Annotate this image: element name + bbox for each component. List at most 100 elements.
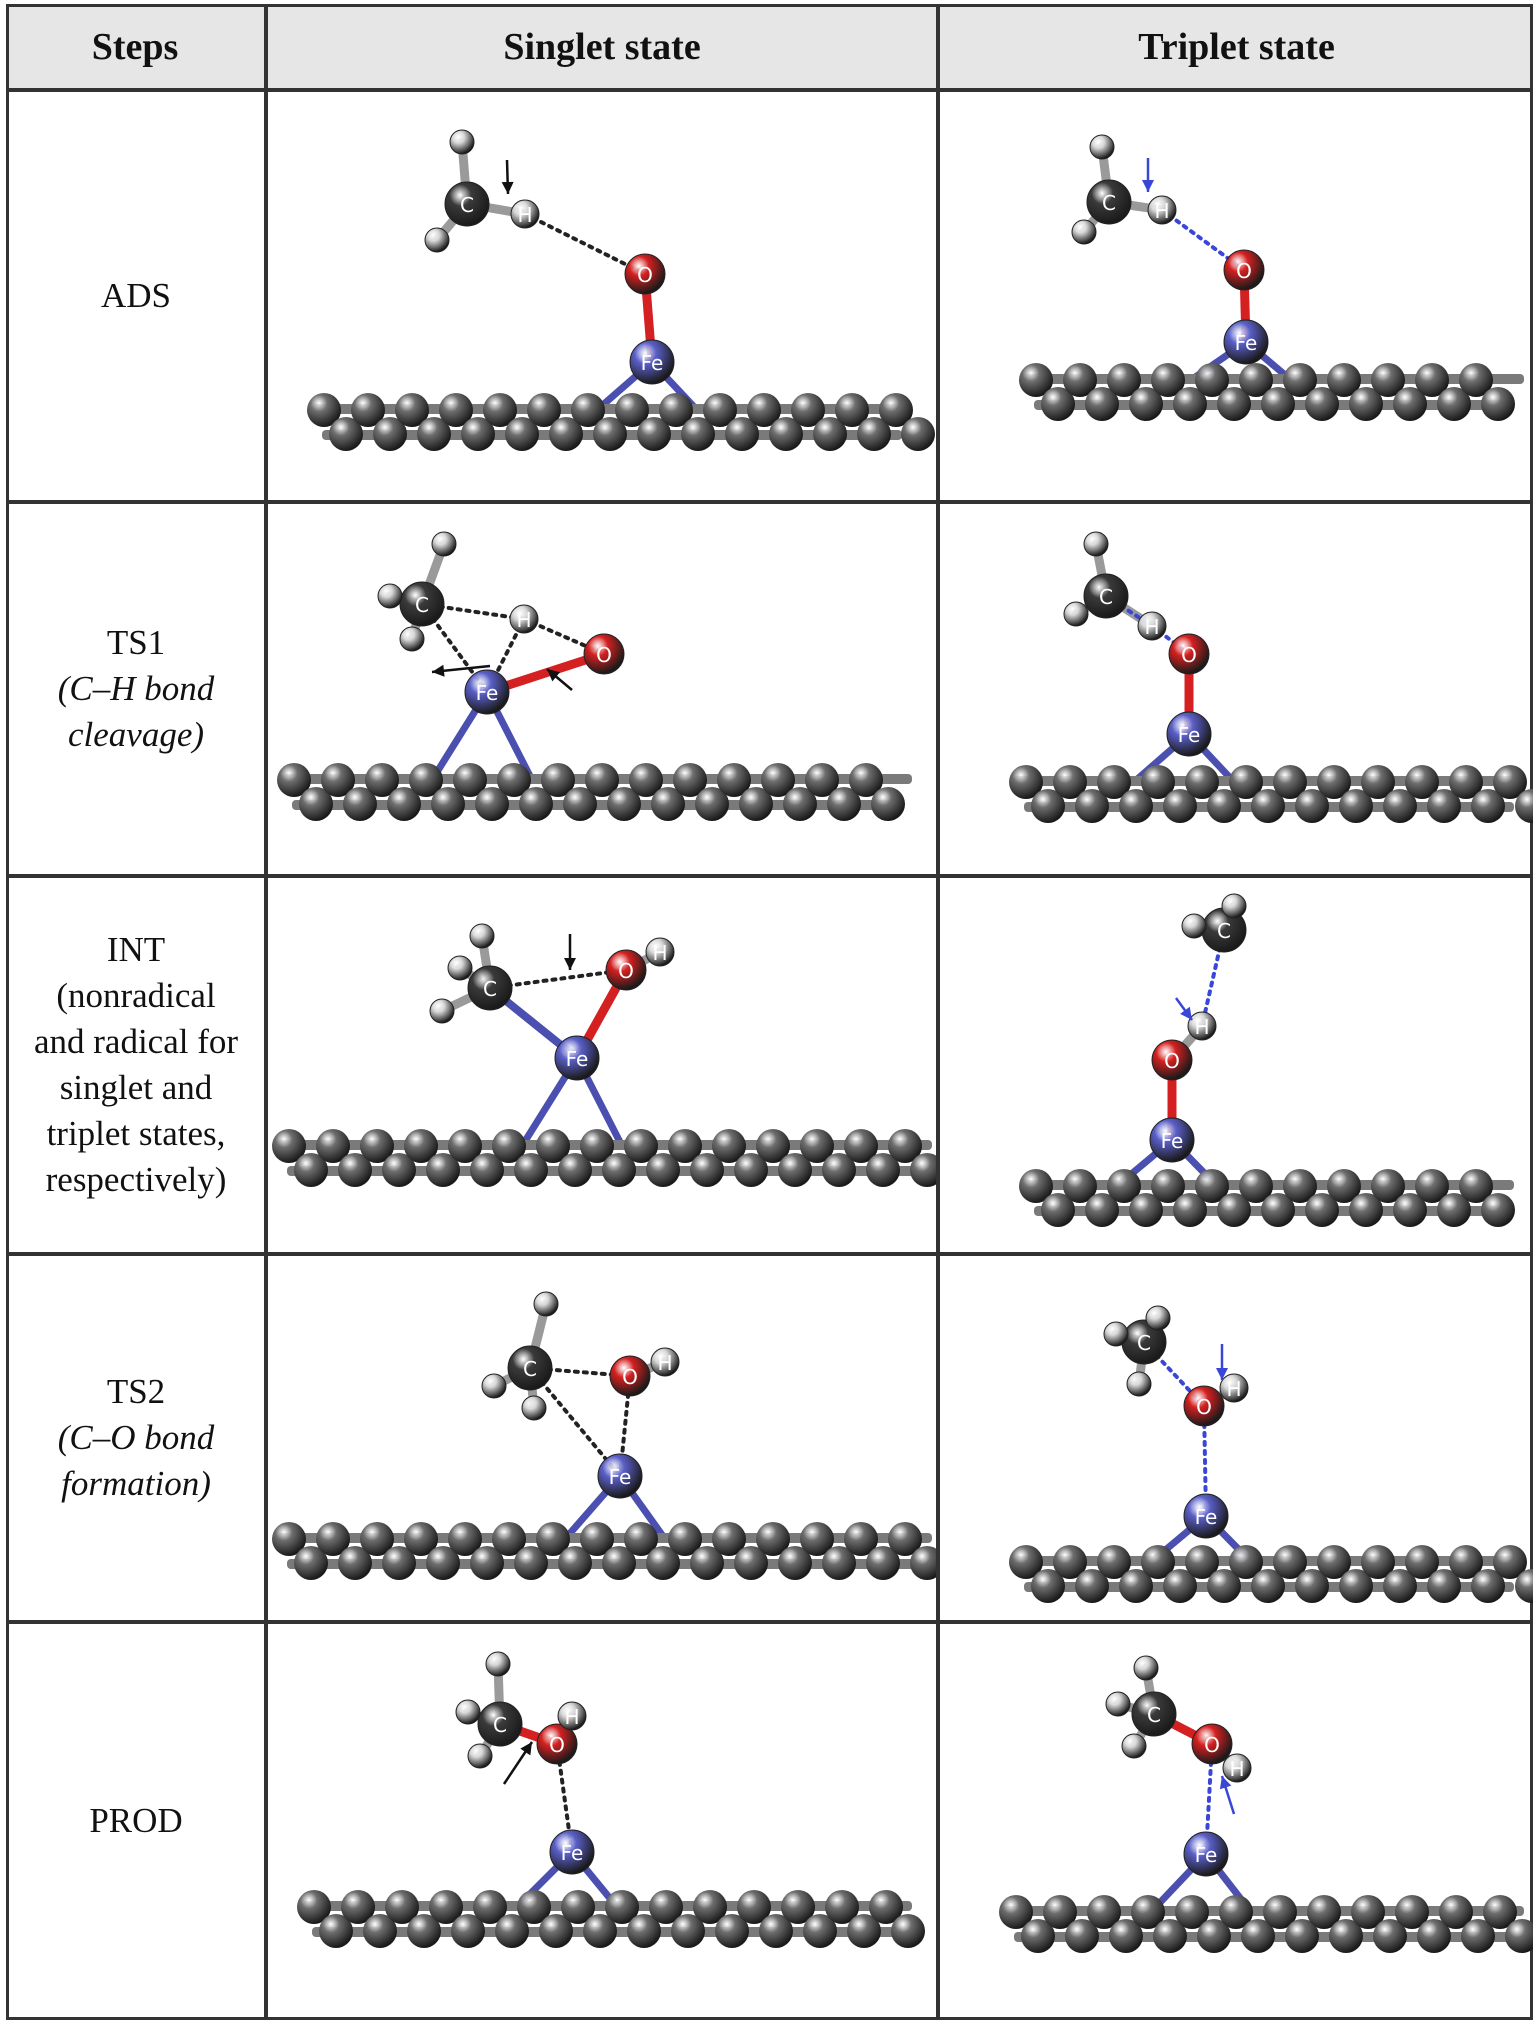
hydrogen-atom xyxy=(1083,531,1109,557)
bond-group xyxy=(1071,539,1194,739)
svg-text:Fe: Fe xyxy=(1178,723,1201,747)
oxygen-atom: O xyxy=(1183,1385,1225,1427)
svg-text:H: H xyxy=(657,1351,672,1375)
svg-text:C: C xyxy=(460,193,474,217)
hydrogen-atom xyxy=(467,1743,493,1769)
hydrogen-atom: H xyxy=(1219,1373,1249,1403)
graphene-sheet xyxy=(1009,1545,1533,1603)
row-divider xyxy=(6,1252,1533,1256)
iron-atom: Fe xyxy=(629,339,675,385)
svg-text:Fe: Fe xyxy=(1161,1129,1184,1153)
oxygen-atom: O xyxy=(624,253,666,295)
step-name: INT xyxy=(106,930,166,969)
singlet-structure-ts2: C OH Fe xyxy=(272,1291,936,1580)
svg-text:Fe: Fe xyxy=(1195,1843,1218,1867)
hydrogen-atom: H xyxy=(650,1347,680,1377)
hydrogen-atom xyxy=(424,227,450,253)
svg-text:C: C xyxy=(1137,1331,1151,1355)
step-name: PROD xyxy=(89,1801,183,1840)
hydrogen-atom xyxy=(481,1373,507,1399)
oxygen-atom: O xyxy=(1168,633,1210,675)
graphene-sheet xyxy=(277,763,912,821)
row-divider xyxy=(6,874,1533,878)
svg-text:Fe: Fe xyxy=(1235,331,1258,355)
hydrogen-atom: H xyxy=(1187,1011,1217,1041)
svg-text:Fe: Fe xyxy=(566,1047,589,1071)
arrow-head xyxy=(520,1742,532,1756)
svg-text:Fe: Fe xyxy=(641,351,664,375)
hydrogen-atom xyxy=(1126,1371,1152,1397)
arrow-head xyxy=(1180,1006,1192,1020)
iron-atom: Fe xyxy=(554,1035,600,1081)
svg-text:C: C xyxy=(1147,1703,1161,1727)
oxygen-atom: O xyxy=(583,633,625,675)
svg-text:H: H xyxy=(1194,1015,1209,1039)
svg-text:H: H xyxy=(1226,1377,1241,1401)
hydrogen-atom xyxy=(1145,1305,1171,1331)
svg-text:H: H xyxy=(652,941,667,965)
step-cell: PROD xyxy=(10,1624,262,2018)
hydrogen-atom: H xyxy=(1222,1753,1252,1783)
hydrogen-atom xyxy=(1121,1733,1147,1759)
bond-group xyxy=(432,137,657,367)
iron-atom: Fe xyxy=(464,669,510,715)
svg-text:O: O xyxy=(1236,259,1252,283)
svg-text:Fe: Fe xyxy=(1195,1505,1218,1529)
hydrogen-atom xyxy=(533,1291,559,1317)
svg-text:H: H xyxy=(517,203,532,227)
step-name: ADS xyxy=(100,276,172,315)
hydrogen-atom xyxy=(377,583,403,609)
arrow-head xyxy=(1219,1776,1232,1790)
hydrogen-atom xyxy=(485,1651,511,1677)
svg-text:Fe: Fe xyxy=(476,681,499,705)
step-description: (C–H bond cleavage) xyxy=(57,669,215,754)
step-name: TS2 xyxy=(106,1372,166,1411)
carbon-atom: C xyxy=(1131,1691,1177,1737)
svg-text:C: C xyxy=(523,1357,537,1381)
svg-text:C: C xyxy=(1217,919,1231,943)
arrow-head xyxy=(501,181,514,194)
hydrogen-atom xyxy=(521,1395,547,1421)
step-cell: INT(nonradical and radical for singlet a… xyxy=(10,878,262,1252)
hydrogen-atom xyxy=(429,998,455,1024)
carbon-atom: C xyxy=(1121,1319,1167,1365)
graphene-sheet xyxy=(297,1890,925,1948)
oxygen-atom: O xyxy=(536,1723,578,1765)
iron-atom: Fe xyxy=(1166,711,1212,757)
iron-atom: Fe xyxy=(1149,1117,1195,1163)
arrow-head xyxy=(1216,1368,1228,1380)
carbon-atom: C xyxy=(399,581,445,627)
svg-text:C: C xyxy=(493,1713,507,1737)
svg-text:H: H xyxy=(1154,199,1169,223)
column-divider xyxy=(936,4,940,2020)
iron-atom: Fe xyxy=(597,1453,643,1499)
svg-text:Fe: Fe xyxy=(609,1465,632,1489)
oxygen-atom: O xyxy=(609,1355,651,1397)
hydrogen-atom xyxy=(1133,1655,1159,1681)
svg-text:Fe: Fe xyxy=(561,1841,584,1865)
hydrogen-atom: H xyxy=(1147,195,1177,225)
hydrogen-atom xyxy=(1181,913,1207,939)
row-divider xyxy=(6,1620,1533,1624)
hydrogen-atom xyxy=(455,1699,481,1725)
singlet-structure-ads: C H O Fe xyxy=(307,129,935,451)
graphene-sheet xyxy=(307,393,935,451)
step-description: (C–O bond formation) xyxy=(57,1418,215,1503)
carbon-atom: C xyxy=(1083,573,1129,619)
arrow-head xyxy=(432,664,445,677)
hydrogen-atom xyxy=(1071,219,1097,245)
svg-text:H: H xyxy=(1229,1757,1244,1781)
arrow-head xyxy=(547,669,561,682)
row-divider xyxy=(6,500,1533,504)
hydrogen-atom xyxy=(431,531,457,557)
hydrogen-atom: H xyxy=(510,199,540,229)
svg-text:C: C xyxy=(483,977,497,1001)
step-name: TS1 xyxy=(106,623,166,662)
hydrogen-atom xyxy=(1103,1321,1129,1347)
